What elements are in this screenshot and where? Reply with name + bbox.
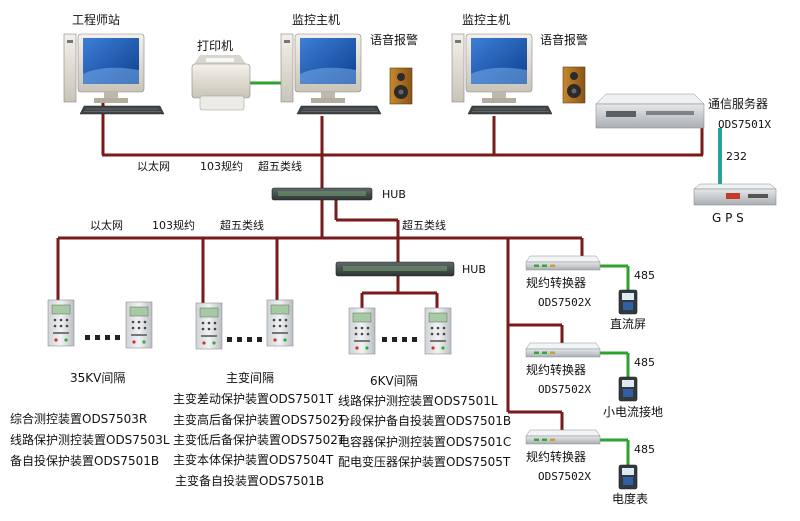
- label-main-group: 主变间隔: [226, 370, 274, 385]
- label-hub-1: HUB: [382, 188, 406, 201]
- gps-receiver: [693, 183, 777, 206]
- list-item: 分段保护备自投装置ODS7501B: [338, 413, 511, 428]
- label-cat5-1: 超五类线: [258, 159, 302, 173]
- label-6kv-group: 6KV间隔: [370, 374, 418, 388]
- list-item: 备自投保护装置ODS7501B: [10, 453, 159, 468]
- label-printer: 打印机: [197, 39, 233, 53]
- relay-main-1: [195, 302, 223, 350]
- label-converter-1: 规约转换器: [526, 275, 586, 290]
- small-current-meter: [618, 376, 638, 402]
- label-voice-alarm-1: 语音报警: [370, 32, 418, 47]
- list-item: 主变备自投装置ODS7501B: [175, 473, 324, 488]
- relay-6kv-1: [348, 307, 376, 355]
- label-hub-2: HUB: [462, 263, 486, 276]
- protocol-converter-2: [525, 342, 601, 358]
- list-item: 主变差动保护装置ODS7501T: [173, 391, 334, 406]
- protocol-converter-1: [525, 255, 601, 271]
- label-protocol-1: 103规约: [200, 159, 243, 173]
- voice-alarm-speaker-1: [389, 67, 413, 105]
- monitor-host-2-pc: [451, 33, 553, 115]
- voice-alarm-speaker-2: [562, 66, 586, 104]
- label-monitor-host-2: 监控主机: [462, 13, 510, 27]
- label-comm-server-model: ODS7501X: [718, 118, 771, 131]
- protocol-converter-3: [525, 429, 601, 445]
- label-ethernet-1: 以太网: [137, 160, 170, 173]
- relay-main-2: [266, 299, 294, 347]
- dc-panel-meter: [618, 289, 638, 315]
- relay-6kv-2: [424, 307, 452, 355]
- relay-35kv-2: [125, 301, 153, 349]
- label-converter-3-model: ODS7502X: [538, 470, 591, 483]
- ethernet-bus-lines: [56, 103, 704, 430]
- list-item: 综合测控装置ODS7503R: [10, 411, 147, 426]
- label-energy-meter: 电度表: [612, 491, 648, 506]
- list-item: 主变本体保护装置ODS7504T: [173, 452, 334, 467]
- list-item: 主变低后备保护装置ODS7502T: [173, 432, 346, 447]
- list-35kv-devices: 综合测控装置ODS7503R 线路保护测控装置ODS7503L 备自投保护装置O…: [10, 411, 170, 468]
- label-converter-2-model: ODS7502X: [538, 383, 591, 396]
- label-protocol-2: 103规约: [152, 218, 195, 232]
- monitor-host-1-pc: [280, 33, 382, 115]
- label-cat5-3: 超五类线: [402, 218, 446, 232]
- label-gps: G P S: [712, 211, 744, 225]
- list-item: 线路保护测控装置ODS7501L: [338, 393, 498, 408]
- label-rs485-3: 485: [634, 443, 655, 456]
- label-converter-1-model: ODS7502X: [538, 296, 591, 309]
- printer: [191, 55, 251, 111]
- list-main-transformer-devices: 主变差动保护装置ODS7501T 主变高后备保护装置ODS7502T 主变低后备…: [173, 391, 346, 488]
- list-item: 电容器保护测控装置ODS7501C: [338, 434, 511, 449]
- list-item: 主变高后备保护装置ODS7502T: [173, 412, 346, 427]
- rs485-lines: [246, 81, 630, 465]
- label-engineer-station: 工程师站: [72, 12, 120, 27]
- label-converter-3: 规约转换器: [526, 449, 586, 464]
- relay-35kv-1: [47, 299, 75, 347]
- ellipsis-dots: [85, 335, 417, 342]
- hub-switch-2: [335, 261, 455, 277]
- label-dc-panel: 直流屏: [610, 317, 646, 331]
- list-item: 线路保护测控装置ODS7503L: [10, 432, 170, 447]
- list-item: 配电变压器保护装置ODS7505T: [338, 454, 511, 469]
- label-35kv-group: 35KV间隔: [70, 371, 125, 385]
- label-comm-server: 通信服务器: [708, 96, 768, 111]
- label-rs485-1: 485: [634, 269, 655, 282]
- label-monitor-host-1: 监控主机: [292, 13, 340, 27]
- label-small-current-grounding: 小电流接地: [603, 404, 663, 419]
- label-ethernet-2: 以太网: [90, 219, 123, 232]
- energy-meter: [618, 464, 638, 490]
- comm-server: [595, 93, 705, 129]
- hub-switch-1: [271, 187, 373, 201]
- label-voice-alarm-2: 语音报警: [540, 32, 588, 47]
- label-rs232: 232: [726, 150, 747, 163]
- label-cat5-2: 超五类线: [220, 218, 264, 232]
- list-6kv-devices: 线路保护测控装置ODS7501L 分段保护备自投装置ODS7501B 电容器保护…: [338, 393, 511, 469]
- label-rs485-2: 485: [634, 356, 655, 369]
- label-converter-2: 规约转换器: [526, 362, 586, 377]
- engineer-station-pc: [63, 33, 165, 115]
